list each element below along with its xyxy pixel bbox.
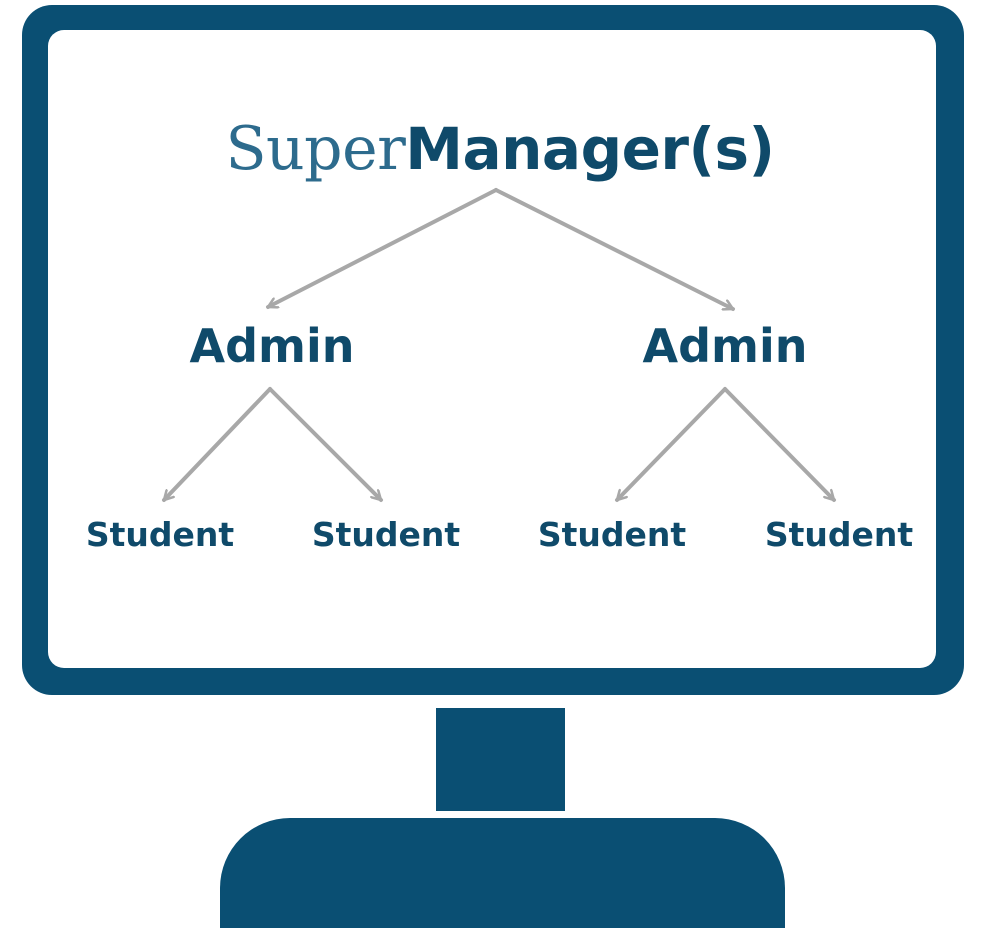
admin-to-student-arrows [162,387,836,502]
hierarchy-connectors [162,188,836,502]
left-admin-to-student-1-arrow [162,387,272,502]
right-admin-to-student-2-arrow [723,387,836,502]
admin-node-right: Admin [642,319,808,373]
student-node-1: Student [85,515,235,554]
root-label-prefix: Super [225,114,406,184]
right-admin-to-student-1-arrow [615,387,727,502]
monitor-stand-neck [436,708,565,811]
root-to-admin-arrows [266,188,735,311]
monitor-screen [48,30,936,668]
left-admin-to-student-2-arrow [268,387,383,502]
root-node-label: SuperManager(s) [225,114,775,183]
student-node-2: Student [311,515,461,554]
root-label-main: Manager(s) [405,115,775,183]
student-node-4: Student [764,515,914,554]
student-node-3: Student [537,515,687,554]
admin-node-left: Admin [189,319,355,373]
root-to-right-admin-arrow [494,188,735,311]
root-to-left-admin-arrow [266,188,498,309]
